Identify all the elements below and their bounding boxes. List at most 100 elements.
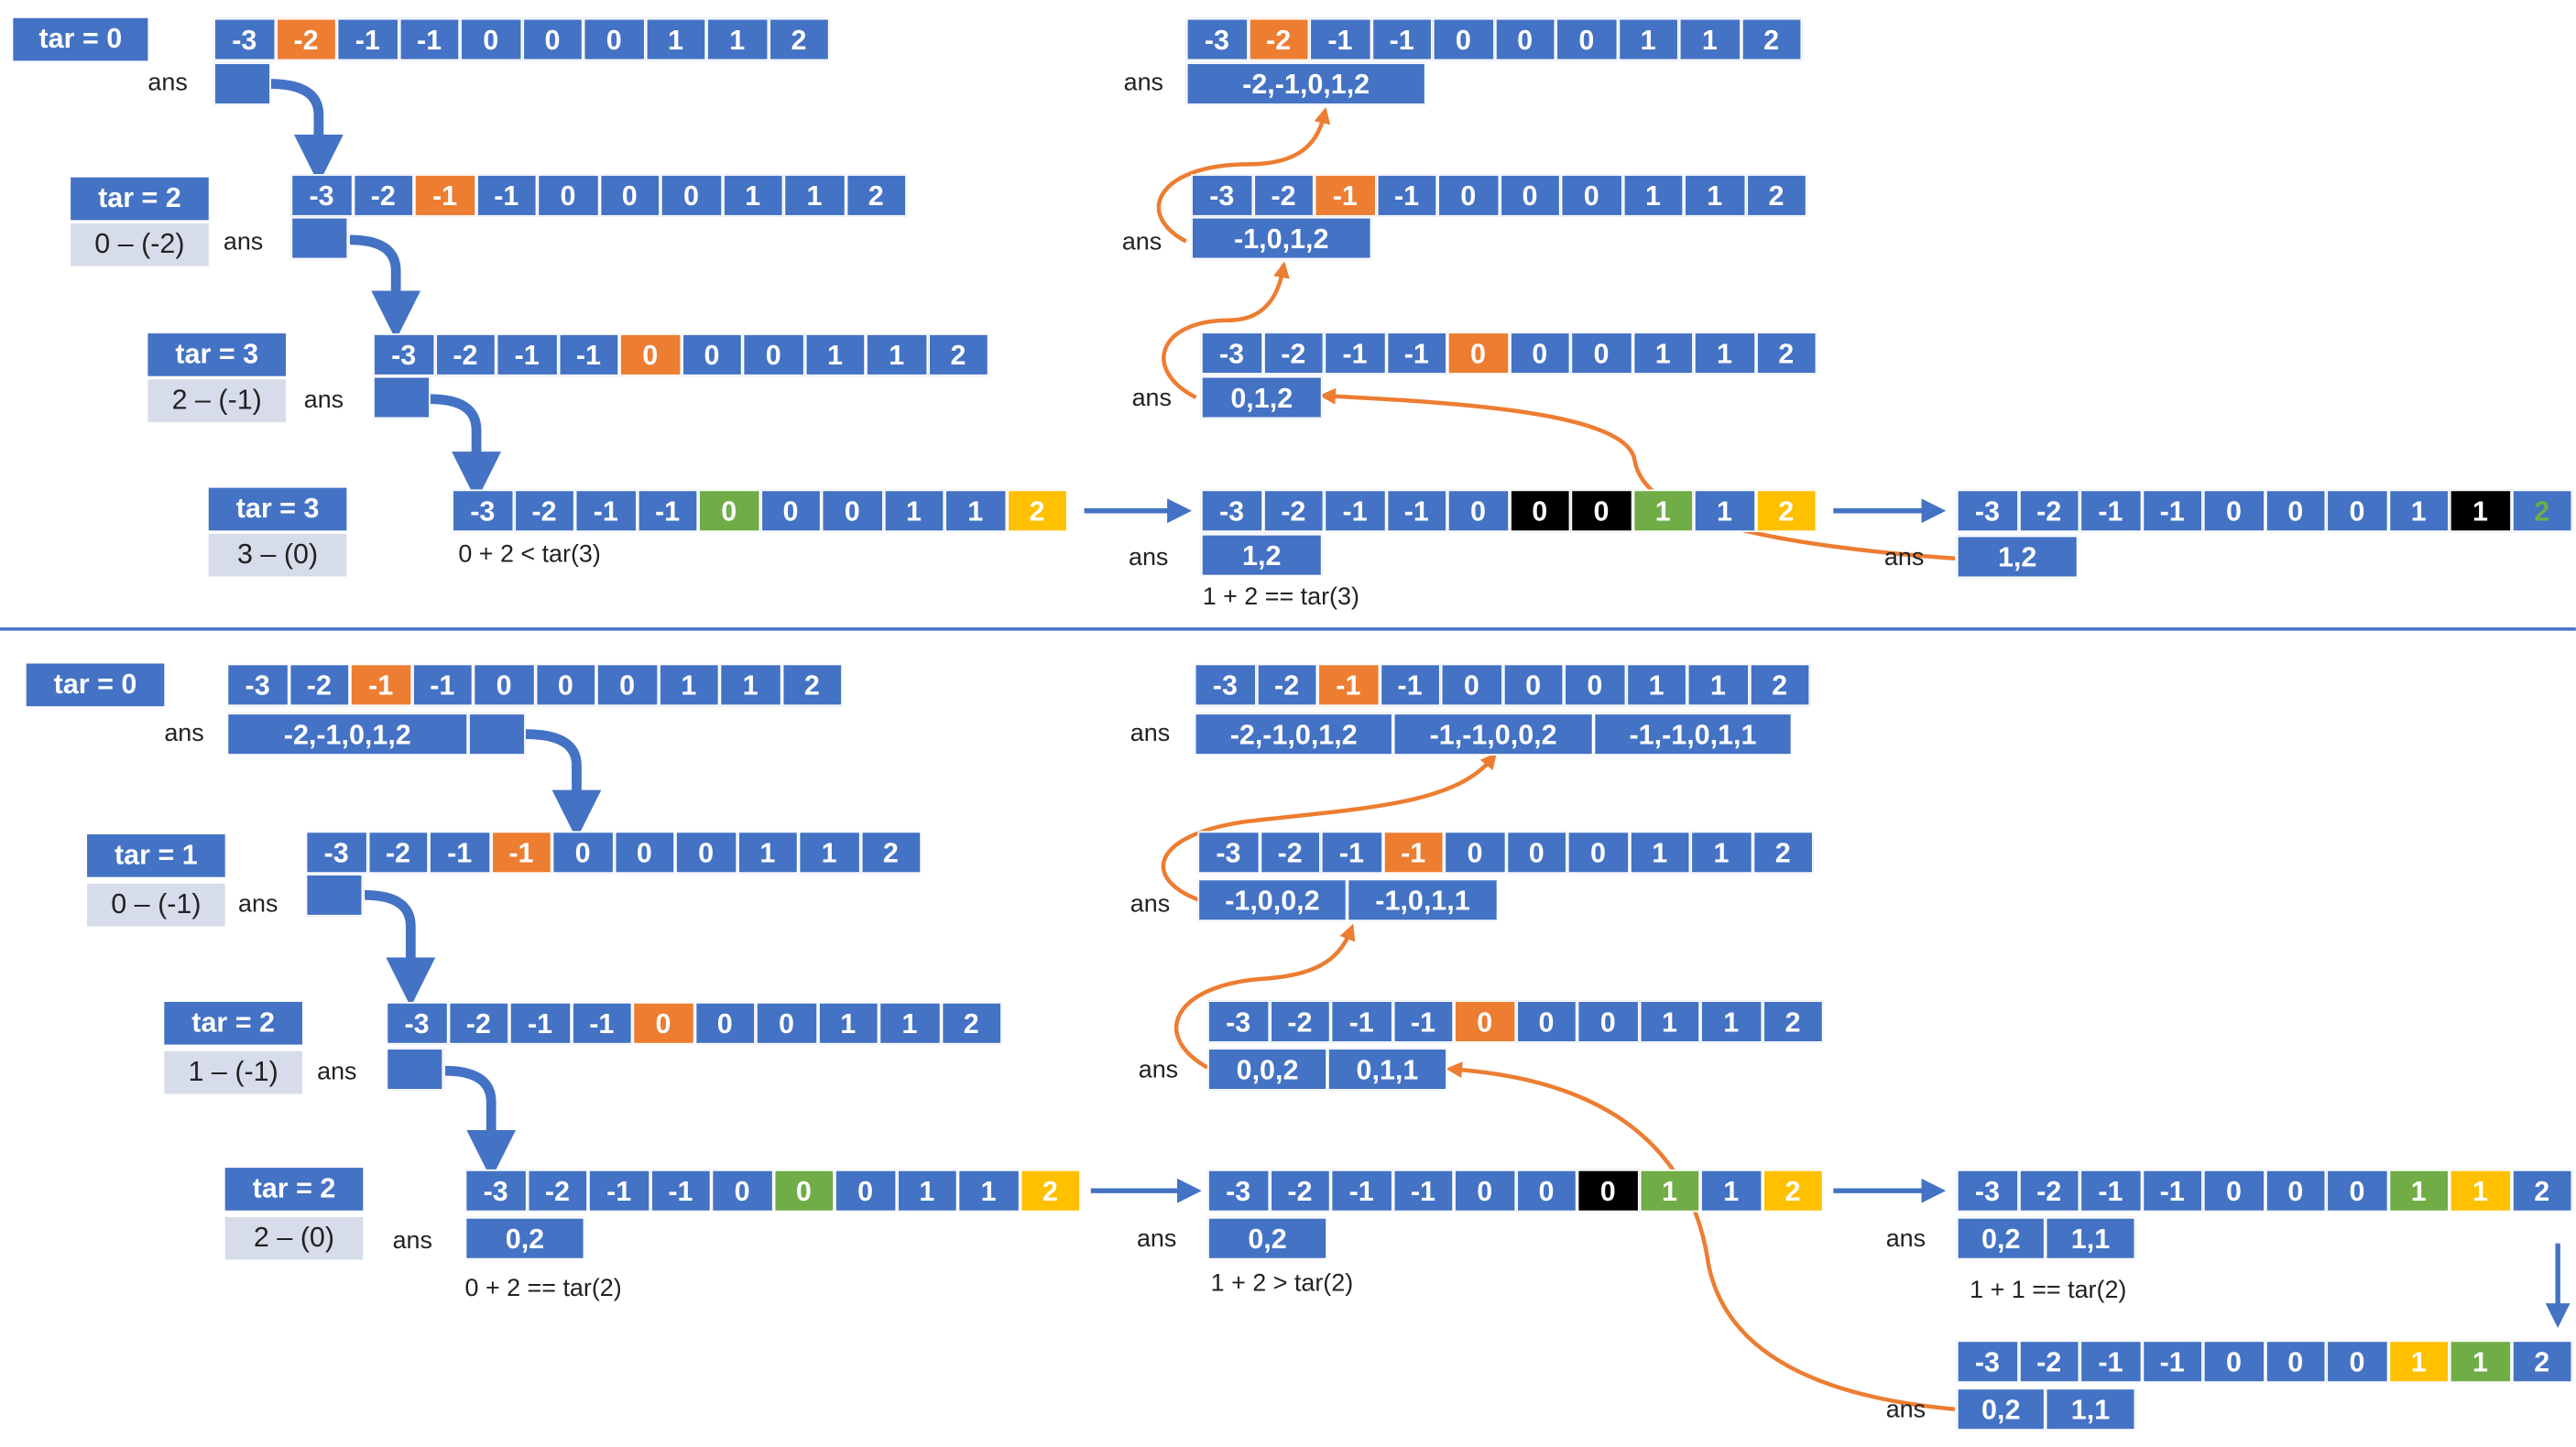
ans-label: ans bbox=[164, 719, 204, 747]
ans-box: 0,0,2 bbox=[1207, 1048, 1327, 1091]
array-cell: 0 bbox=[681, 333, 743, 376]
array-cell: 1 bbox=[1632, 489, 1694, 533]
array-cell: -2 bbox=[288, 663, 350, 707]
array-cell: 0 bbox=[521, 17, 584, 61]
array-cell: 1 bbox=[817, 1001, 879, 1045]
ans-box: 1,1 bbox=[2045, 1387, 2136, 1431]
down-arrow bbox=[444, 1065, 517, 1180]
array-cell: 0 bbox=[1446, 489, 1510, 533]
array-cell: 0 bbox=[1444, 831, 1506, 875]
ans-empty-box bbox=[386, 1048, 444, 1091]
array-cell: 0 bbox=[821, 489, 883, 533]
array-cell: -3 bbox=[226, 663, 289, 707]
ans-box: -1,0,1,1 bbox=[1347, 878, 1499, 922]
array-cell: 1 bbox=[1632, 332, 1694, 375]
array-cell: 0 bbox=[2326, 489, 2388, 533]
array-cell: 1 bbox=[798, 831, 860, 875]
down-arrow bbox=[364, 890, 436, 1007]
return-curve bbox=[1162, 261, 1290, 399]
array-cell: -2 bbox=[1255, 663, 1318, 707]
array-cell: 0 bbox=[534, 663, 596, 707]
ans-box: -2,-1,0,1,2 bbox=[1194, 713, 1393, 756]
subtraction-label: 3 – (0) bbox=[208, 533, 347, 577]
array-cell: 0 bbox=[1577, 1000, 1639, 1043]
array-cell: 1 bbox=[879, 1001, 941, 1045]
array-cell: 2 bbox=[845, 174, 907, 217]
array-cell: 1 bbox=[1617, 17, 1679, 61]
comparison-caption: 1 + 1 == tar(2) bbox=[1970, 1276, 2127, 1304]
array-cell: -2 bbox=[526, 1169, 589, 1213]
array-cell: 0 bbox=[598, 174, 660, 217]
array-cell: -1 bbox=[2141, 1340, 2203, 1384]
ans-label: ans bbox=[238, 890, 278, 919]
ans-label: ans bbox=[1128, 543, 1169, 572]
down-arrow bbox=[525, 729, 602, 840]
array-cell: 0 bbox=[759, 489, 822, 533]
array-cell: 0 bbox=[1446, 332, 1510, 375]
array-cell: 0 bbox=[460, 17, 522, 61]
array-cell: -1 bbox=[336, 17, 398, 61]
array-cell: -2 bbox=[434, 333, 497, 376]
ans-label: ans bbox=[1123, 69, 1163, 97]
array-cell: 1 bbox=[658, 663, 720, 707]
array-cell: 1 bbox=[882, 489, 945, 533]
ans-box: 0,1,2 bbox=[1200, 375, 1323, 419]
ans-box: 1,2 bbox=[1200, 533, 1323, 577]
array-cell: 0 bbox=[2265, 1169, 2327, 1213]
array-cell: 2 bbox=[1752, 831, 1814, 875]
ans-box: 1,2 bbox=[1956, 535, 2079, 579]
array-cell: 0 bbox=[583, 17, 645, 61]
array-cell: -2 bbox=[1252, 174, 1315, 217]
array-cell: -2 bbox=[366, 831, 430, 875]
array-cell: -1 bbox=[1330, 1000, 1392, 1043]
array-cell: -1 bbox=[588, 1169, 650, 1213]
array-cell: -1 bbox=[1379, 663, 1441, 707]
array-cell: -1 bbox=[496, 333, 558, 376]
target-label: tar = 3 bbox=[147, 333, 287, 376]
array-cell: 1 bbox=[2449, 1169, 2512, 1213]
subtraction-label: 2 – (-1) bbox=[147, 379, 287, 422]
array-cell: -3 bbox=[213, 17, 276, 61]
array-cell: -2 bbox=[1262, 489, 1325, 533]
array-cell: -2 bbox=[2018, 1169, 2080, 1213]
array-cell: 0 bbox=[660, 174, 723, 217]
ans-box: -1,-1,0,1,1 bbox=[1593, 713, 1793, 756]
target-label: tar = 3 bbox=[208, 487, 347, 531]
array-cell: 0 bbox=[619, 333, 682, 376]
array-cell: 1 bbox=[1690, 831, 1752, 875]
array-cell: 0 bbox=[711, 1169, 773, 1213]
array-cell: -1 bbox=[1392, 1000, 1455, 1043]
array-cell: 2 bbox=[2511, 489, 2573, 533]
array-cell: -3 bbox=[1956, 1340, 2019, 1384]
array-cell: -3 bbox=[1185, 17, 1249, 61]
array-cell: 0 bbox=[1570, 332, 1632, 375]
array-cell: 1 bbox=[2449, 1340, 2512, 1384]
array-cell: 1 bbox=[803, 333, 867, 376]
ans-box: -1,0,0,2 bbox=[1197, 878, 1348, 922]
array-cell: 0 bbox=[693, 1001, 756, 1045]
array-cell: 0 bbox=[1454, 1169, 1516, 1213]
ans-box: -2,-1,0,1,2 bbox=[226, 713, 469, 756]
array-cell: 1 bbox=[1629, 831, 1691, 875]
array-cell: 0 bbox=[2265, 489, 2327, 533]
array-cell: 1 bbox=[783, 174, 846, 217]
array-cell: 1 bbox=[1638, 1169, 1701, 1213]
array-cell: 1 bbox=[2387, 1340, 2450, 1384]
array-cell: 0 bbox=[473, 663, 535, 707]
comparison-caption: 0 + 2 == tar(2) bbox=[464, 1274, 622, 1303]
array-cell: 1 bbox=[2387, 1169, 2450, 1213]
array-cell: -1 bbox=[2079, 1340, 2142, 1384]
ans-box: 0,1,1 bbox=[1326, 1048, 1447, 1091]
array-cell: 0 bbox=[2265, 1340, 2327, 1384]
array-cell: 0 bbox=[675, 831, 737, 875]
ans-label: ans bbox=[1121, 228, 1162, 256]
array-cell: 0 bbox=[1566, 831, 1630, 875]
ans-box: -2,-1,0,1,2 bbox=[1185, 62, 1426, 105]
subtraction-label: 0 – (-2) bbox=[71, 223, 209, 267]
array-cell: -3 bbox=[1207, 1000, 1270, 1043]
array-cell: 1 bbox=[706, 17, 769, 61]
array-cell: 0 bbox=[1505, 831, 1567, 875]
array-cell: -3 bbox=[1191, 174, 1253, 217]
